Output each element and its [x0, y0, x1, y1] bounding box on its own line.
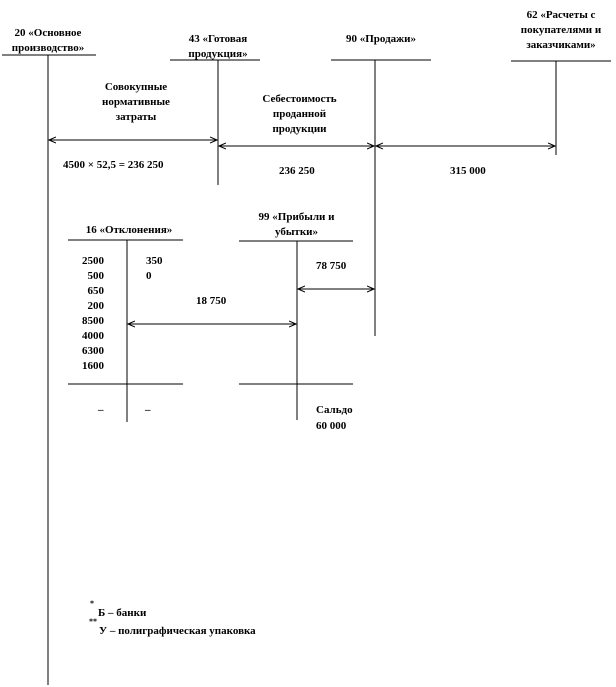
debit-entry: 650 [87, 285, 105, 297]
dash-credit: – [145, 404, 151, 416]
footnote-2: У – полиграфическая упаковка [99, 625, 256, 637]
debit-entry: 6300 [82, 345, 104, 357]
footnote-2-mark: ** [89, 617, 97, 626]
dash-debit: – [98, 404, 104, 416]
debit-entry: 200 [87, 300, 105, 312]
debit-entry: 2500 [82, 255, 104, 267]
account-99-title: 99 «Прибыли и убытки» [258, 211, 335, 238]
saldo-value: 60 000 [316, 420, 347, 432]
debit-entry: 1600 [82, 360, 104, 372]
footnote-1: Б – банки [98, 607, 147, 619]
saldo-label: Сальдо [316, 404, 353, 416]
account-16-title: 16 «Отклонения» [85, 224, 173, 236]
credit-entry: 0 [146, 270, 152, 282]
amount-18750: 18 750 [196, 295, 227, 307]
calculation-label: 4500 × 52,5 = 236 250 [63, 159, 164, 171]
account-90-title: 90 «Продажи» [346, 33, 416, 45]
debit-entry: 4000 [82, 330, 104, 342]
account-62-title: 62 «Расчеты с покупателями и заказчиками… [520, 9, 602, 51]
cost-of-sold-label: Себестоимость проданной продукции [262, 93, 337, 135]
credit-entry: 350 [146, 255, 163, 267]
account-20-title: 20 «Основное производство» [11, 27, 85, 54]
debit-entry: 500 [87, 270, 105, 282]
footnote-1-mark: * [90, 599, 94, 608]
total-costs-label: Совокупные нормативные затраты [102, 81, 170, 123]
amount-315000: 315 000 [450, 165, 486, 177]
debit-entry: 8500 [82, 315, 104, 327]
amount-236250: 236 250 [279, 165, 315, 177]
amount-78750: 78 750 [316, 260, 347, 272]
account-43-title: 43 «Готовая продукция» [188, 33, 248, 60]
